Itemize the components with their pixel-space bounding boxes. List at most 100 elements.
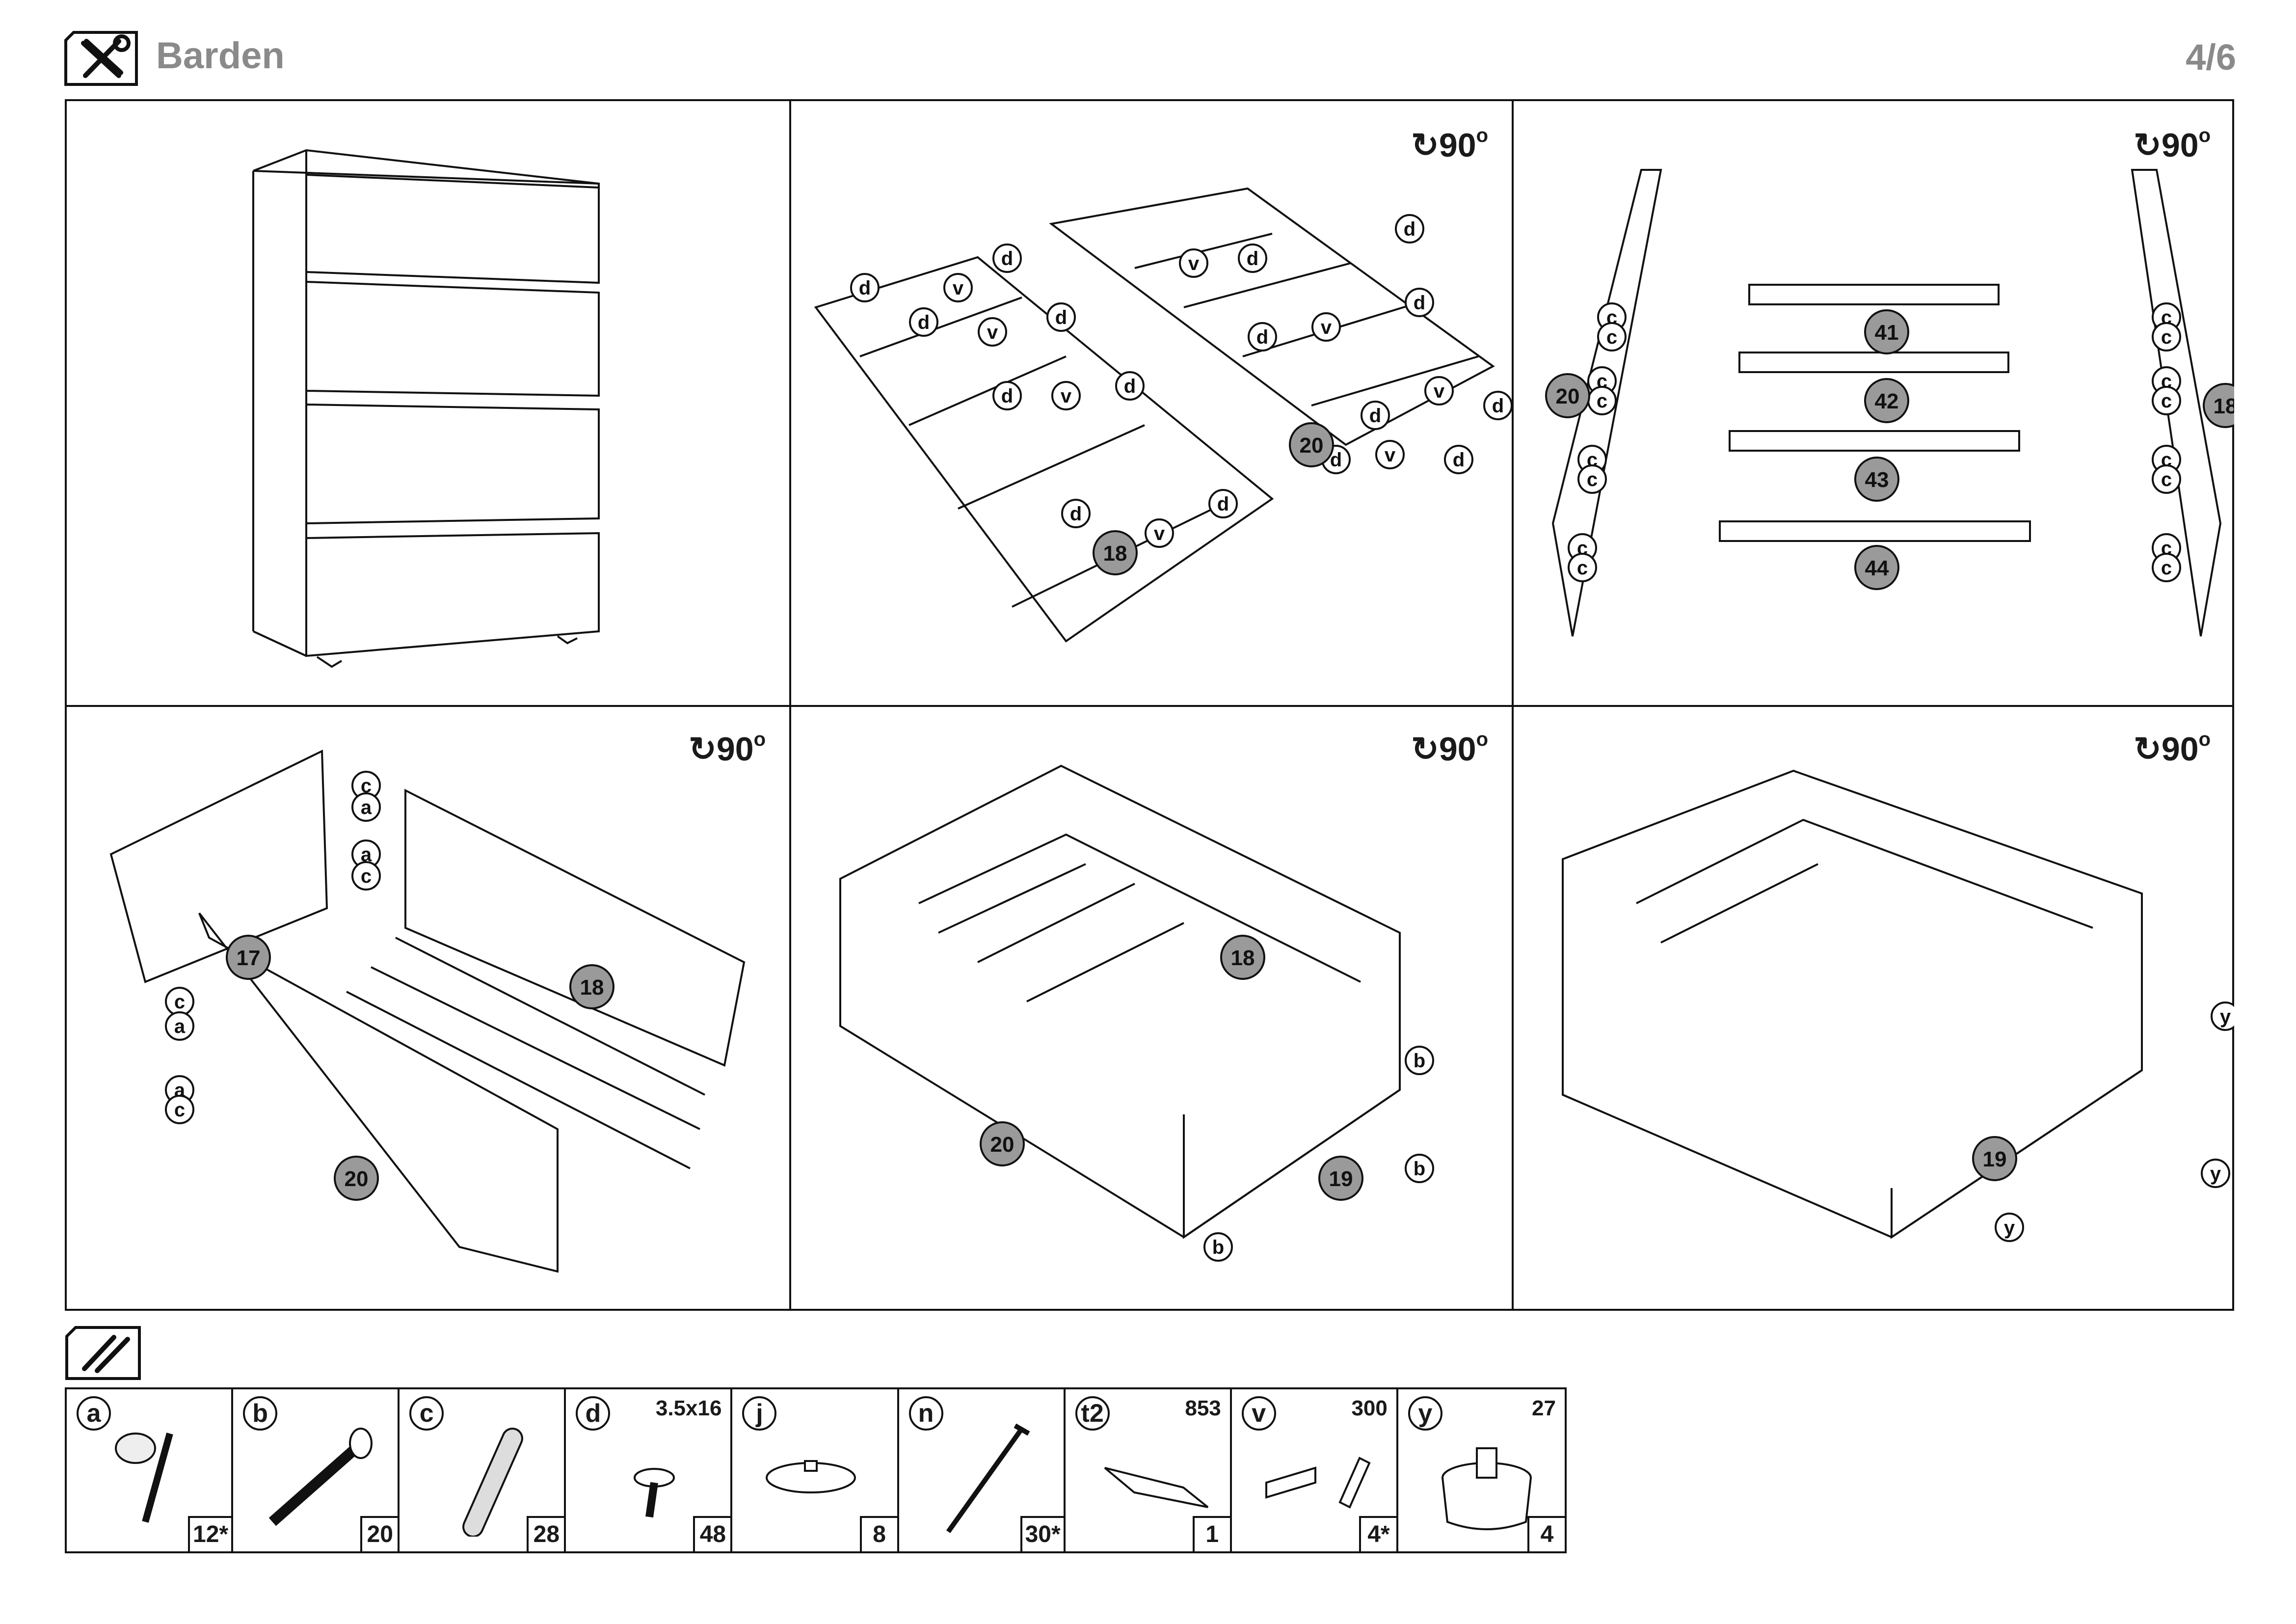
svg-text:41: 41 bbox=[1875, 321, 1899, 345]
svg-text:c: c bbox=[2161, 557, 2172, 579]
drawer-runner-icon bbox=[1265, 1457, 1371, 1509]
part-letter: a bbox=[77, 1396, 111, 1431]
furniture-glide-icon bbox=[766, 1460, 856, 1493]
part-spec: 27 bbox=[1532, 1396, 1556, 1420]
svg-text:43: 43 bbox=[1865, 468, 1889, 492]
part-number-callout: 43 bbox=[1854, 457, 1899, 502]
chest-of-drawers-illustration bbox=[252, 149, 600, 668]
page-title: Barden bbox=[156, 35, 285, 77]
part-letter: n bbox=[908, 1396, 943, 1431]
svg-text:v: v bbox=[1385, 444, 1396, 466]
svg-text:d: d bbox=[1453, 449, 1465, 471]
svg-text:y: y bbox=[2210, 1163, 2221, 1185]
svg-text:v: v bbox=[953, 277, 964, 299]
svg-text:20: 20 bbox=[345, 1167, 369, 1191]
svg-text:a: a bbox=[174, 1016, 186, 1037]
fitting-callout: b bbox=[1203, 1232, 1233, 1262]
svg-text:d: d bbox=[1070, 503, 1082, 525]
adjustable-foot-icon bbox=[1441, 1447, 1532, 1530]
svg-text:42: 42 bbox=[1875, 389, 1899, 413]
svg-text:v: v bbox=[1154, 523, 1165, 544]
part-quantity: 28 bbox=[527, 1516, 564, 1551]
fitting-callout: d bbox=[1395, 214, 1424, 244]
part-number-callout: 18 bbox=[1093, 530, 1138, 575]
parts-list: a 12* b 20 c 28 d 3.5x16 48 j bbox=[65, 1387, 1567, 1553]
fitting-callout: d bbox=[992, 381, 1022, 410]
fitting-callout: c bbox=[165, 1095, 194, 1124]
fitting-callout: v bbox=[1375, 440, 1405, 469]
confirmat-screw-icon bbox=[268, 1428, 373, 1526]
rotate-90-label: ↻90o bbox=[2133, 729, 2211, 768]
part-quantity: 48 bbox=[693, 1516, 731, 1551]
page-number: 4/6 bbox=[2186, 37, 2236, 78]
svg-text:44: 44 bbox=[1865, 556, 1889, 580]
part-a: a 12* bbox=[67, 1389, 234, 1551]
svg-text:v: v bbox=[1321, 317, 1332, 338]
svg-text:c: c bbox=[1587, 469, 1598, 490]
svg-text:d: d bbox=[1124, 376, 1136, 397]
svg-text:c: c bbox=[1577, 557, 1588, 579]
svg-text:17: 17 bbox=[237, 946, 261, 970]
svg-text:20: 20 bbox=[1300, 433, 1324, 458]
svg-text:c: c bbox=[2161, 390, 2172, 412]
part-letter: j bbox=[742, 1396, 777, 1431]
fitting-callout: v bbox=[1145, 518, 1174, 548]
svg-text:v: v bbox=[1188, 253, 1200, 274]
fitting-callout: d bbox=[1248, 322, 1277, 352]
part-c: c 28 bbox=[400, 1389, 566, 1551]
svg-text:c: c bbox=[1606, 326, 1617, 348]
part-letter: t2 bbox=[1075, 1396, 1110, 1431]
part-v: v 300 4* bbox=[1232, 1389, 1398, 1551]
fitting-callout: d bbox=[1483, 391, 1512, 420]
part-quantity: 4 bbox=[1527, 1516, 1565, 1551]
part-letter: y bbox=[1408, 1396, 1442, 1431]
fitting-callout: v bbox=[978, 317, 1007, 347]
part-d: d 3.5x16 48 bbox=[566, 1389, 733, 1551]
fitting-callout: a bbox=[165, 1011, 194, 1041]
part-t2: t2 853 1 bbox=[1066, 1389, 1232, 1551]
svg-text:d: d bbox=[918, 312, 930, 333]
svg-text:y: y bbox=[2004, 1217, 2015, 1239]
short-screw-icon bbox=[634, 1468, 675, 1518]
grid-divider bbox=[67, 705, 2232, 707]
svg-text:v: v bbox=[987, 322, 998, 343]
fitting-callout: c bbox=[351, 771, 381, 800]
svg-text:20: 20 bbox=[990, 1133, 1015, 1157]
part-quantity: 4* bbox=[1359, 1516, 1396, 1551]
svg-text:v: v bbox=[1434, 380, 1445, 402]
part-number-callout: 20 bbox=[334, 1156, 379, 1201]
svg-text:18: 18 bbox=[1231, 946, 1255, 970]
part-spec: 3.5x16 bbox=[655, 1396, 722, 1420]
fitting-callout: d bbox=[1208, 489, 1238, 518]
rotate-90-label: ↻90o bbox=[688, 729, 766, 768]
part-number-callout: 19 bbox=[1972, 1136, 2017, 1181]
svg-text:20: 20 bbox=[1556, 384, 1580, 408]
part-number-callout: 44 bbox=[1854, 545, 1899, 590]
fitting-callout: c bbox=[1568, 553, 1597, 582]
svg-text:c: c bbox=[361, 866, 372, 887]
svg-text:18: 18 bbox=[580, 975, 604, 1000]
fitting-callout: v bbox=[1179, 248, 1208, 278]
svg-text:18: 18 bbox=[1103, 541, 1127, 566]
fitting-callout: c bbox=[2152, 386, 2181, 415]
fitting-callout: v bbox=[1311, 312, 1341, 342]
fitting-callout: y bbox=[1995, 1213, 2024, 1242]
svg-text:19: 19 bbox=[1983, 1147, 2007, 1171]
parts-icon bbox=[65, 1326, 141, 1380]
fitting-callout: v bbox=[943, 273, 973, 302]
fitting-callout: y bbox=[2201, 1159, 2230, 1188]
svg-text:b: b bbox=[1212, 1237, 1224, 1258]
part-letter: b bbox=[243, 1396, 278, 1431]
part-number-callout: 18 bbox=[569, 964, 614, 1009]
svg-text:c: c bbox=[174, 991, 185, 1013]
step-panel-5: ↻90o 182019bbbb bbox=[791, 707, 1512, 1313]
part-spec: 300 bbox=[1351, 1396, 1388, 1420]
fitting-callout: b bbox=[1405, 1154, 1434, 1183]
svg-text:c: c bbox=[361, 775, 372, 797]
svg-text:v: v bbox=[1061, 385, 1072, 407]
drawer-front-illustration: 182019bbbb bbox=[839, 764, 1434, 1262]
